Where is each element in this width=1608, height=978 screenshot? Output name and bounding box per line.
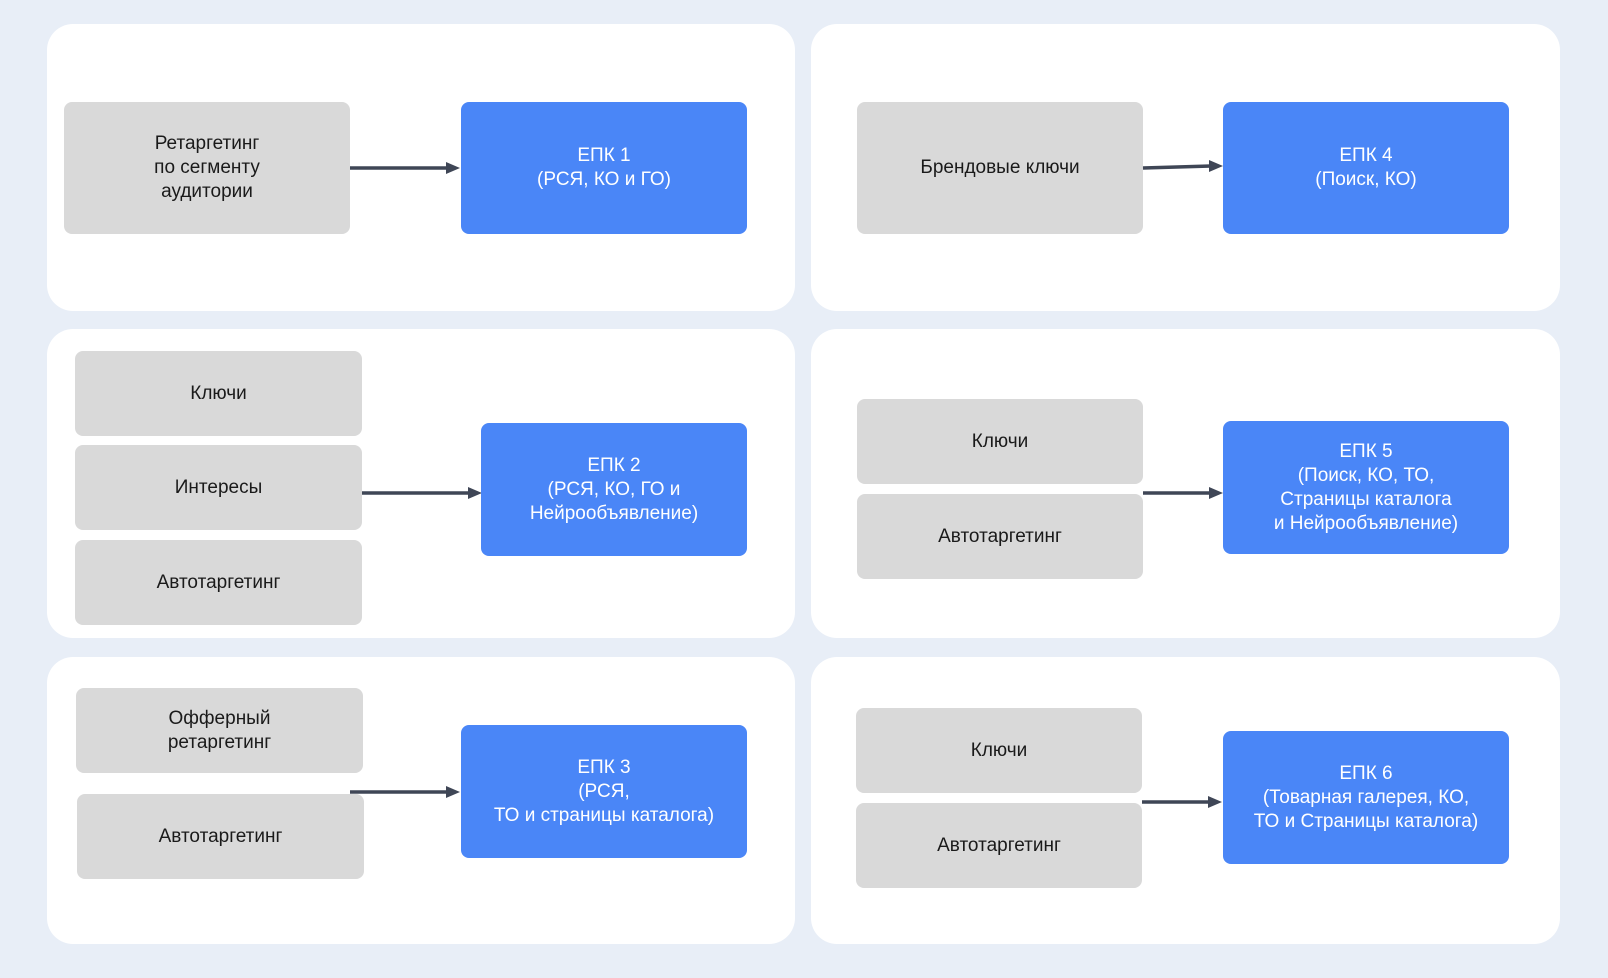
source-box-brand-keys: Брендовые ключи (857, 102, 1143, 234)
arrow-epk-4 (1142, 160, 1223, 172)
target-box-epk-3: ЕПК 3 (РСЯ, ТО и страницы каталога) (461, 725, 747, 858)
arrow-epk-5 (1143, 487, 1223, 499)
source-box-autotargeting: Автотаргетинг (856, 803, 1142, 888)
source-box-autotargeting: Автотаргетинг (77, 794, 364, 879)
source-box-autotargeting: Автотаргетинг (75, 540, 362, 625)
source-box-autotargeting: Автотаргетинг (857, 494, 1143, 579)
arrow-epk-1 (350, 162, 460, 174)
target-box-epk-6: ЕПК 6 (Товарная галерея, КО, ТО и Страни… (1223, 731, 1509, 864)
target-box-epk-4: ЕПК 4 (Поиск, КО) (1223, 102, 1509, 234)
source-box-keys: Ключи (75, 351, 362, 436)
target-box-epk-5: ЕПК 5 (Поиск, КО, ТО, Страницы каталога … (1223, 421, 1509, 554)
source-box-keys: Ключи (857, 399, 1143, 484)
arrow-epk-3 (350, 786, 460, 798)
arrow-epk-2 (362, 487, 482, 499)
target-box-epk-2: ЕПК 2 (РСЯ, КО, ГО и Нейрообъявление) (481, 423, 747, 556)
source-box-offer-retargeting: Офферный ретаргетинг (76, 688, 363, 773)
source-box-interests: Интересы (75, 445, 362, 530)
source-box-retargeting-segment: Ретаргетинг по сегменту аудитории (64, 102, 350, 234)
arrow-epk-6 (1142, 796, 1222, 808)
source-box-keys: Ключи (856, 708, 1142, 793)
target-box-epk-1: ЕПК 1 (РСЯ, КО и ГО) (461, 102, 747, 234)
